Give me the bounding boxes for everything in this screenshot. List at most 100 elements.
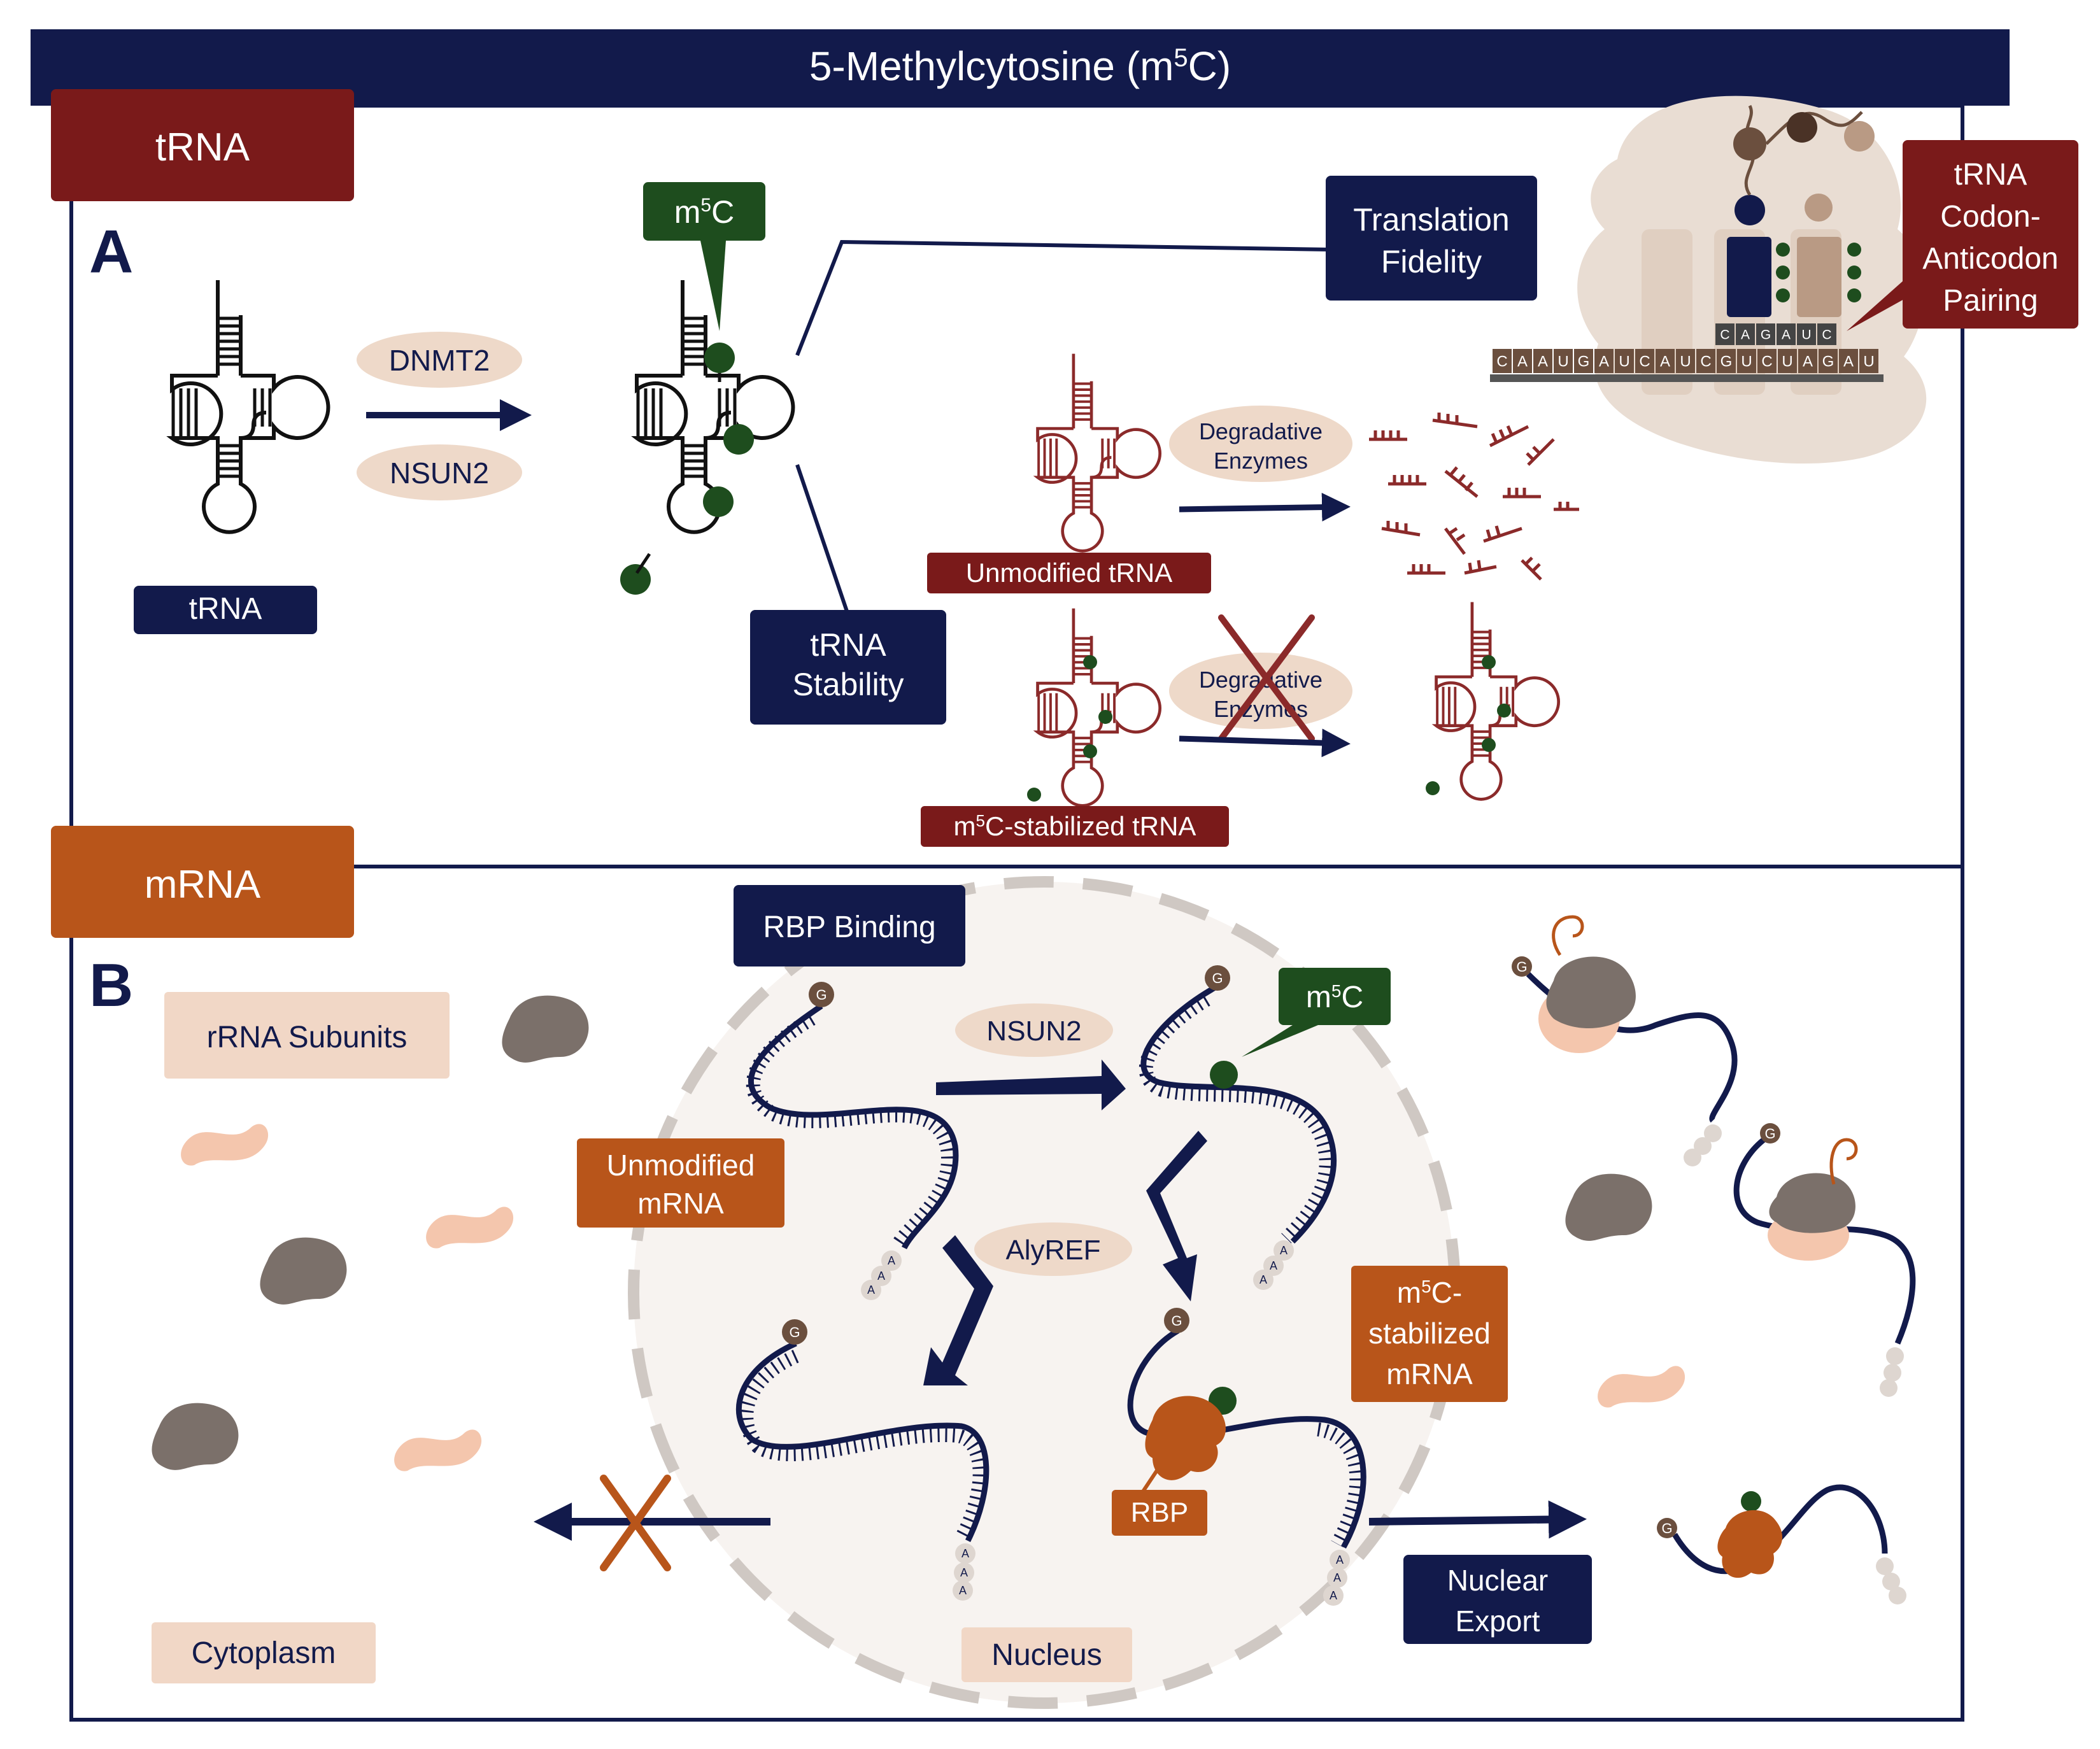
nucleus-box — [961, 1627, 1132, 1682]
trna-tab-label: tRNA — [155, 125, 250, 169]
m5c-dot — [704, 343, 735, 373]
mrna-tab — [51, 826, 354, 938]
trna-modified-diagram — [620, 280, 793, 595]
dnmt2-label: DNMT2 — [389, 344, 490, 377]
codon-box — [1554, 349, 1573, 373]
page-title: 5-Methylcytosine (m5C) — [809, 43, 1231, 89]
unmodified-mrna-label: mRNA — [637, 1187, 724, 1220]
codon-box — [1635, 349, 1654, 373]
blocked-cross-a — [1218, 614, 1315, 742]
codon-box — [1513, 349, 1532, 373]
anticodon-box — [1797, 323, 1816, 345]
anticodon-box — [1756, 323, 1775, 345]
svg-text:A: A — [867, 1284, 875, 1296]
m5c-dot — [620, 564, 651, 595]
m5c-dot — [1098, 710, 1112, 724]
codon-letter: U — [1557, 353, 1568, 370]
trna-stability-box — [750, 610, 946, 725]
codon-letter: G — [1822, 353, 1834, 370]
nuclear-export-label: Export — [1456, 1604, 1540, 1638]
poly-a-letters: AAA AAA AAA AAA — [867, 1244, 1344, 1602]
codon-box — [1717, 349, 1736, 373]
stabilized-trna-label: m5C-stabilized tRNA — [954, 811, 1196, 841]
codon-pairing-label: Anticodon — [1922, 242, 2059, 276]
blocked-cross-b — [600, 1475, 671, 1571]
svg-text:G: G — [1212, 970, 1223, 986]
anticodon-letter: G — [1761, 327, 1771, 342]
codon-letter: U — [1741, 353, 1752, 370]
svg-text:A: A — [1280, 1244, 1288, 1257]
svg-text:G: G — [816, 987, 827, 1003]
codon-letter: U — [1680, 353, 1691, 370]
rbp-binding-label: RBP Binding — [763, 910, 935, 944]
process-arrows — [923, 1059, 1207, 1385]
rbp-tag — [1112, 1490, 1207, 1536]
m5c-callout-b-label: m5C — [1306, 981, 1363, 1014]
codon-letter: U — [1619, 353, 1629, 370]
rrna-subunits-label: rRNA Subunits — [207, 1021, 408, 1054]
mrna-caps — [782, 956, 1780, 1538]
m5c-dot — [1083, 744, 1097, 758]
codon-box — [1798, 349, 1817, 373]
anticodon-letter: C — [1822, 327, 1831, 342]
connector-fidelity — [795, 239, 1331, 357]
unmodified-trna-diagram — [1038, 354, 1160, 551]
trna-tab — [51, 89, 354, 201]
alyref-label: AlyREF — [1005, 1235, 1100, 1266]
anticodon-box — [1817, 323, 1836, 345]
mrna-tab-label: mRNA — [145, 863, 261, 907]
intact-trna-diagram — [1426, 602, 1559, 800]
codon-letter: G — [1720, 353, 1733, 370]
m5c-dot — [1083, 655, 1097, 669]
codon-box — [1574, 349, 1593, 373]
rbp-protein — [1717, 1510, 1783, 1578]
svg-text:G: G — [1171, 1313, 1182, 1329]
codon-box — [1819, 349, 1838, 373]
m5c-mark-mrna — [1210, 1061, 1238, 1089]
anticodon-letter: A — [1782, 327, 1791, 342]
svg-text:A: A — [1333, 1571, 1341, 1584]
degraded-trna-fragments — [1369, 413, 1579, 581]
mrna-exported — [1672, 1484, 1888, 1575]
stabilized-trna-diagram — [1027, 609, 1160, 806]
translating-ribosomes — [1538, 915, 1858, 1261]
m5c-dot — [1482, 655, 1496, 669]
m5c-mark-mrna — [1741, 1491, 1761, 1512]
unmodified-trna-label: Unmodified tRNA — [966, 558, 1172, 588]
stabilized-mrna-label: mRNA — [1386, 1357, 1473, 1391]
svg-text:A: A — [959, 1584, 967, 1597]
stabilized-mrna-label: stabilized — [1368, 1317, 1491, 1350]
codon-box — [1737, 349, 1756, 373]
anticodon-box — [1715, 323, 1735, 345]
cytoplasm-box — [152, 1622, 376, 1683]
unmodified-trna-tag — [927, 553, 1211, 593]
nuclear-export-box — [1403, 1555, 1592, 1644]
svg-text:A: A — [1330, 1589, 1337, 1602]
unmodified-mrna-box — [577, 1138, 784, 1228]
codon-box — [1696, 349, 1715, 373]
codon-letter: A — [1660, 353, 1670, 370]
degradative-enzymes-top-label: Degradative — [1199, 418, 1323, 444]
codon-box — [1656, 349, 1675, 373]
rbp-binding-box — [734, 885, 965, 967]
ribosomal-subunits-cytoplasm — [152, 995, 1685, 1471]
m5c-dot — [1027, 788, 1041, 802]
dnmt2-enzyme — [357, 332, 522, 388]
m5c-dot — [1426, 781, 1440, 795]
mrna-cap-letters: G G G G G G G — [789, 959, 1775, 1536]
codon-box — [1676, 349, 1695, 373]
poly-a-tails — [861, 1124, 1906, 1606]
alyref-arrow-left — [923, 1235, 993, 1385]
nsun2-label-b: NSUN2 — [986, 1016, 1081, 1047]
anticodon-letter: U — [1801, 327, 1811, 342]
codon-letter: U — [1863, 353, 1874, 370]
nucleus-label: Nucleus — [991, 1638, 1102, 1672]
trna-stability-label: tRNA — [810, 627, 886, 663]
codon-box — [1859, 349, 1878, 373]
nsun2-enzyme-a — [357, 444, 522, 500]
svg-text:A: A — [960, 1566, 968, 1579]
codon-box — [1757, 349, 1777, 373]
translation-fidelity-label: Translation — [1353, 202, 1509, 237]
